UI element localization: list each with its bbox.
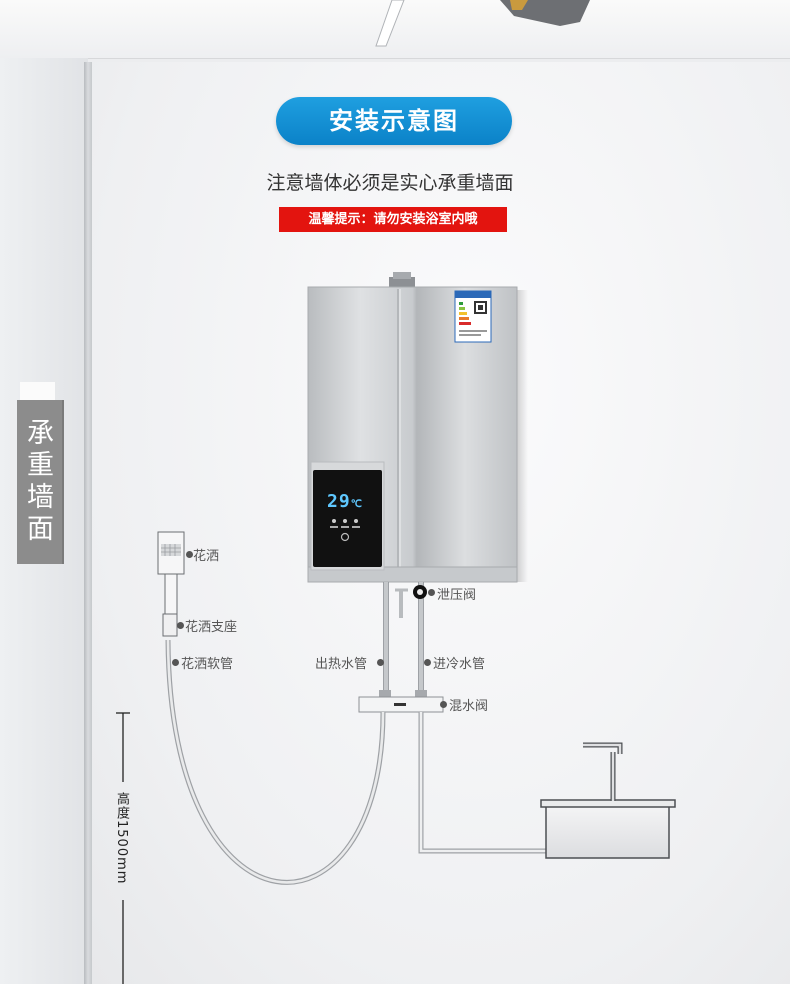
sink-supply-pipe: [418, 712, 546, 854]
callout-dot-shower-hose: [172, 659, 179, 666]
side-label-cap: [20, 382, 55, 400]
shower-head: [157, 531, 185, 637]
temperature-unit: ℃: [350, 499, 363, 510]
callout-cold-pipe: 进冷水管: [433, 657, 486, 672]
energy-label: [454, 290, 492, 343]
load-bearing-wall-label: 承重墙面: [17, 400, 64, 564]
pipes: [383, 582, 424, 700]
callout-hot-pipe: 出热水管: [315, 657, 368, 672]
control-panel-screen: [313, 470, 382, 567]
wall-edge: [84, 62, 92, 984]
callout-shower-hose: 花洒软管: [181, 657, 234, 672]
callout-dot-shower-head: [186, 551, 193, 558]
callout-dot-mixing-valve: [440, 701, 447, 708]
height-label: 高度1500mm: [114, 792, 129, 885]
temperature-value: 29: [327, 491, 351, 512]
callout-dot-hot-pipe: [377, 659, 384, 666]
warning-banner: 温馨提示：请勿安装浴室内哦: [279, 207, 507, 232]
sink: [540, 742, 676, 859]
callout-pressure-valve: 泄压阀: [437, 588, 477, 603]
callout-shower-head: 花洒: [193, 549, 220, 564]
wall-note: 注意墙体必须是实心承重墙面: [266, 172, 514, 194]
mixing-valve: [358, 690, 444, 713]
display-temperature: 29℃: [327, 491, 363, 512]
callout-dot-pressure-valve: [428, 589, 435, 596]
callout-mixing-valve: 混水阀: [449, 699, 489, 714]
callout-dot-cold-pipe: [424, 659, 431, 666]
callout-dot-shower-holder: [177, 622, 184, 629]
water-heater: [307, 272, 528, 583]
top-product-fragment: [375, 0, 590, 47]
page-title: 安装示意图: [276, 97, 512, 145]
pipe-outlines: [383, 582, 424, 700]
callout-shower-holder: 花洒支座: [185, 620, 238, 635]
shower-hose: [165, 639, 386, 885]
height-dimension: [116, 712, 130, 984]
side-label-text: 承重墙面: [27, 418, 54, 545]
